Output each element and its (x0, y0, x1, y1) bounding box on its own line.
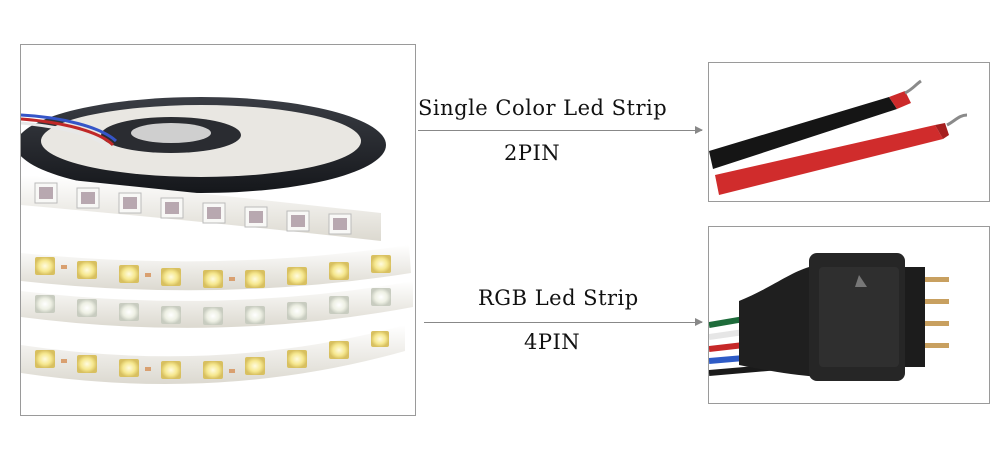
rgb-title: RGB Led Strip (478, 286, 639, 310)
single-color-pin-count: 2PIN (504, 141, 561, 165)
warm-led-row (35, 255, 391, 288)
led-strip-reel-illustration (21, 97, 413, 384)
warm-led-row-lower (35, 331, 389, 379)
two-pin-wire-image (708, 62, 990, 202)
single-color-arrow (418, 126, 703, 134)
four-pin-connector-image (708, 226, 990, 404)
four-pin-connector-illustration (709, 253, 949, 381)
rgb-led-row (34, 182, 352, 235)
rgb-pin-count: 4PIN (524, 330, 581, 354)
rgb-arrow (424, 318, 703, 326)
single-color-title: Single Color Led Strip (418, 96, 668, 120)
led-strip-reel-image (20, 44, 416, 416)
cool-led-row (35, 288, 391, 325)
two-pin-wires-illustration (709, 79, 968, 195)
